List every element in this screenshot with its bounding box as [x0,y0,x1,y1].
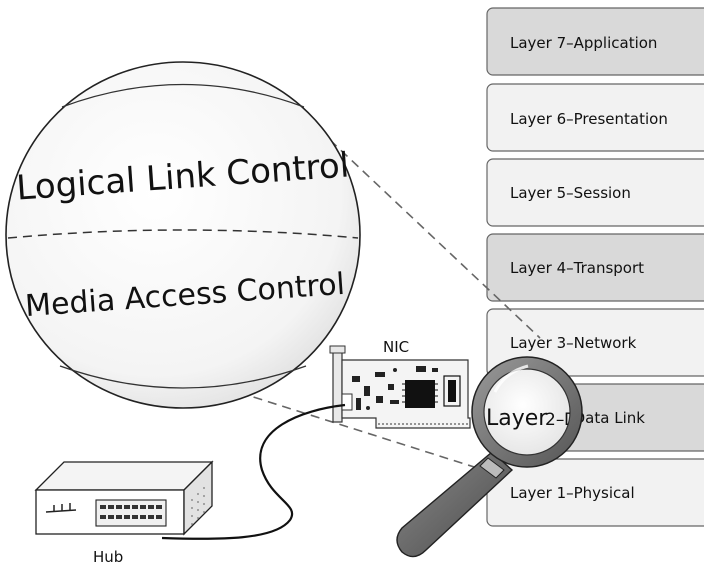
magnifier-layer-number: 2– [545,410,564,430]
layer-5-label: Layer 5–Session [510,184,631,202]
layer-7-label: Layer 7–Application [510,34,657,52]
layer-4-box: Layer 4–Transport [486,233,704,302]
layer-7-box: Layer 7–Application [486,7,704,76]
nic-card: NIC [329,338,471,429]
magnifier-layer-word: Layer [486,406,548,431]
layer-4-label: Layer 4–Transport [510,259,644,277]
layer-6-box: Layer 6–Presentation [486,83,704,152]
hub-label: Hub [93,548,123,566]
zoom-connector-lines [224,139,541,473]
layer-5-box: Layer 5–Session [486,158,704,227]
network-cable [161,403,346,540]
layer-3-label: Layer 3–Network [510,334,637,352]
sphere-divider [7,229,359,239]
layer-1-box: Layer 1–Physical [486,458,704,527]
hub-device: Hub [34,460,214,566]
magnifying-glass-icon: Layer 2– D [396,356,583,558]
nic-label: NIC [383,338,409,356]
magnifier-layer-letter: D [564,410,577,430]
layer-6-label: Layer 6–Presentation [510,110,668,128]
llc-mac-sphere: Logical Link Control Media Access Contro… [5,61,361,409]
layer-1-label: Layer 1–Physical [510,484,635,502]
